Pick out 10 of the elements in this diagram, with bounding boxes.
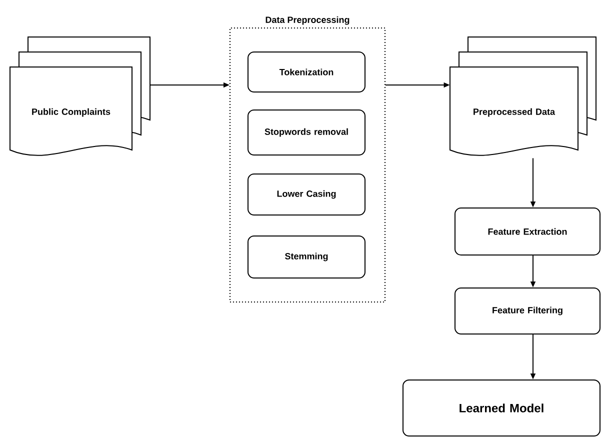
- document-stack: Public Complaints: [10, 36, 150, 156]
- document-stack: Preprocessed Data: [450, 36, 596, 156]
- process-box: Stemming: [248, 236, 366, 278]
- process-box: Feature Extraction: [454, 208, 600, 256]
- process-box: Stopwords removal: [248, 110, 366, 156]
- node-label: Data Preprocessing: [266, 16, 350, 25]
- process-box: Tokenization: [248, 52, 366, 92]
- process-box: Lower Casing: [248, 174, 366, 216]
- process-box: Feature Filtering: [454, 288, 600, 334]
- process-box: Learned Model: [402, 380, 600, 436]
